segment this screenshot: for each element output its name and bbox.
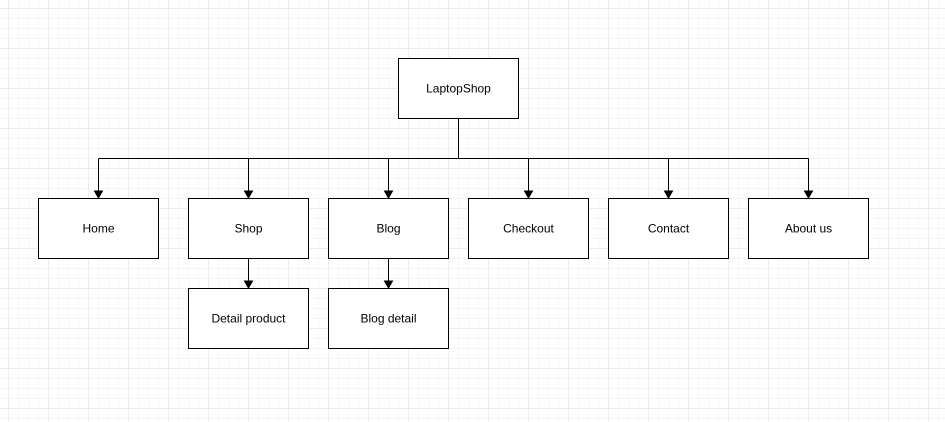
arrowhead-about-us <box>803 190 814 200</box>
node-label-contact: Contact <box>648 222 690 236</box>
node-blog-detail[interactable]: Blog detail <box>328 288 449 349</box>
node-label-shop: Shop <box>234 222 262 236</box>
node-label-checkout: Checkout <box>503 222 554 236</box>
arrowhead-home <box>93 190 104 200</box>
node-home[interactable]: Home <box>38 198 159 259</box>
node-shop[interactable]: Shop <box>188 198 309 259</box>
node-label-about-us: About us <box>785 222 832 236</box>
arrowhead-blog-detail <box>383 280 394 290</box>
arrowhead-detail-product <box>243 280 254 290</box>
node-label-home: Home <box>82 222 114 236</box>
arrowhead-checkout <box>523 190 534 200</box>
node-laptopshop[interactable]: LaptopShop <box>398 58 519 119</box>
node-checkout[interactable]: Checkout <box>468 198 589 259</box>
node-about-us[interactable]: About us <box>748 198 869 259</box>
node-label-laptopshop: LaptopShop <box>426 82 491 96</box>
node-detail-product[interactable]: Detail product <box>188 288 309 349</box>
node-label-blog: Blog <box>376 222 400 236</box>
node-label-detail-product: Detail product <box>211 312 286 326</box>
arrowhead-blog <box>383 190 394 200</box>
connectors <box>93 118 814 290</box>
arrowhead-contact <box>663 190 674 200</box>
node-blog[interactable]: Blog <box>328 198 449 259</box>
arrowhead-shop <box>243 190 254 200</box>
node-label-blog-detail: Blog detail <box>360 312 416 326</box>
node-contact[interactable]: Contact <box>608 198 729 259</box>
